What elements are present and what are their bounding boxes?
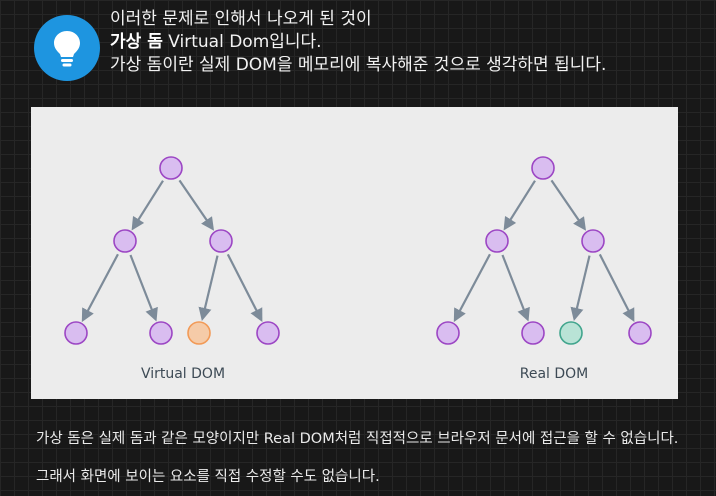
virtual-dom-edge <box>178 179 215 231</box>
virtual-dom-edge <box>81 253 119 323</box>
callout-line-1: 이러한 문제로 인해서 나오게 된 것이 <box>110 9 372 29</box>
dom-diagram: Virtual DOM Real DOM <box>31 107 678 399</box>
virtual-dom-changed-node <box>187 321 211 345</box>
real-dom-edge <box>598 253 635 322</box>
virtual-dom-node <box>256 321 280 345</box>
real-dom-edge <box>503 180 536 231</box>
body-paragraph: 가상 돔은 실제 돔과 같은 모양이지만 Real DOM처럼 직접적으로 브라… <box>36 431 679 485</box>
real-dom-node <box>485 229 509 253</box>
real-dom-changed-node <box>559 321 583 345</box>
virtual-dom-edge <box>129 254 158 322</box>
virtual-dom-node <box>159 156 183 180</box>
callout-bold-term: 가상 돔 <box>110 32 163 52</box>
callout-line-2-rest: Virtual Dom입니다. <box>162 32 322 52</box>
virtual-dom-node <box>149 321 173 345</box>
tip-callout: 이러한 문제로 인해서 나오게 된 것이 가상 돔 Virtual Dom입니다… <box>110 8 690 77</box>
callout-line-3: 가상 돔이란 실제 DOM을 메모리에 복사해준 것으로 생각하면 됩니다. <box>110 55 607 75</box>
real-dom-edge <box>550 179 587 231</box>
virtual-dom-edge <box>226 253 263 322</box>
virtual-dom-node <box>209 229 233 253</box>
real-dom-node <box>628 321 652 345</box>
real-dom-edge <box>570 255 591 321</box>
virtual-dom-node <box>113 229 137 253</box>
real-dom-edge <box>501 254 530 322</box>
callout-line-2: 가상 돔 Virtual Dom입니다. <box>110 31 690 54</box>
virtual-dom-edge <box>131 180 164 231</box>
lightbulb-icon <box>34 15 100 81</box>
real-dom-edge <box>453 253 491 323</box>
real-dom-node <box>436 321 460 345</box>
virtual-dom-edge <box>198 255 219 321</box>
virtual-dom-node <box>64 321 88 345</box>
real-dom-node <box>521 321 545 345</box>
real-dom-node <box>581 229 605 253</box>
real-dom-node <box>531 156 555 180</box>
